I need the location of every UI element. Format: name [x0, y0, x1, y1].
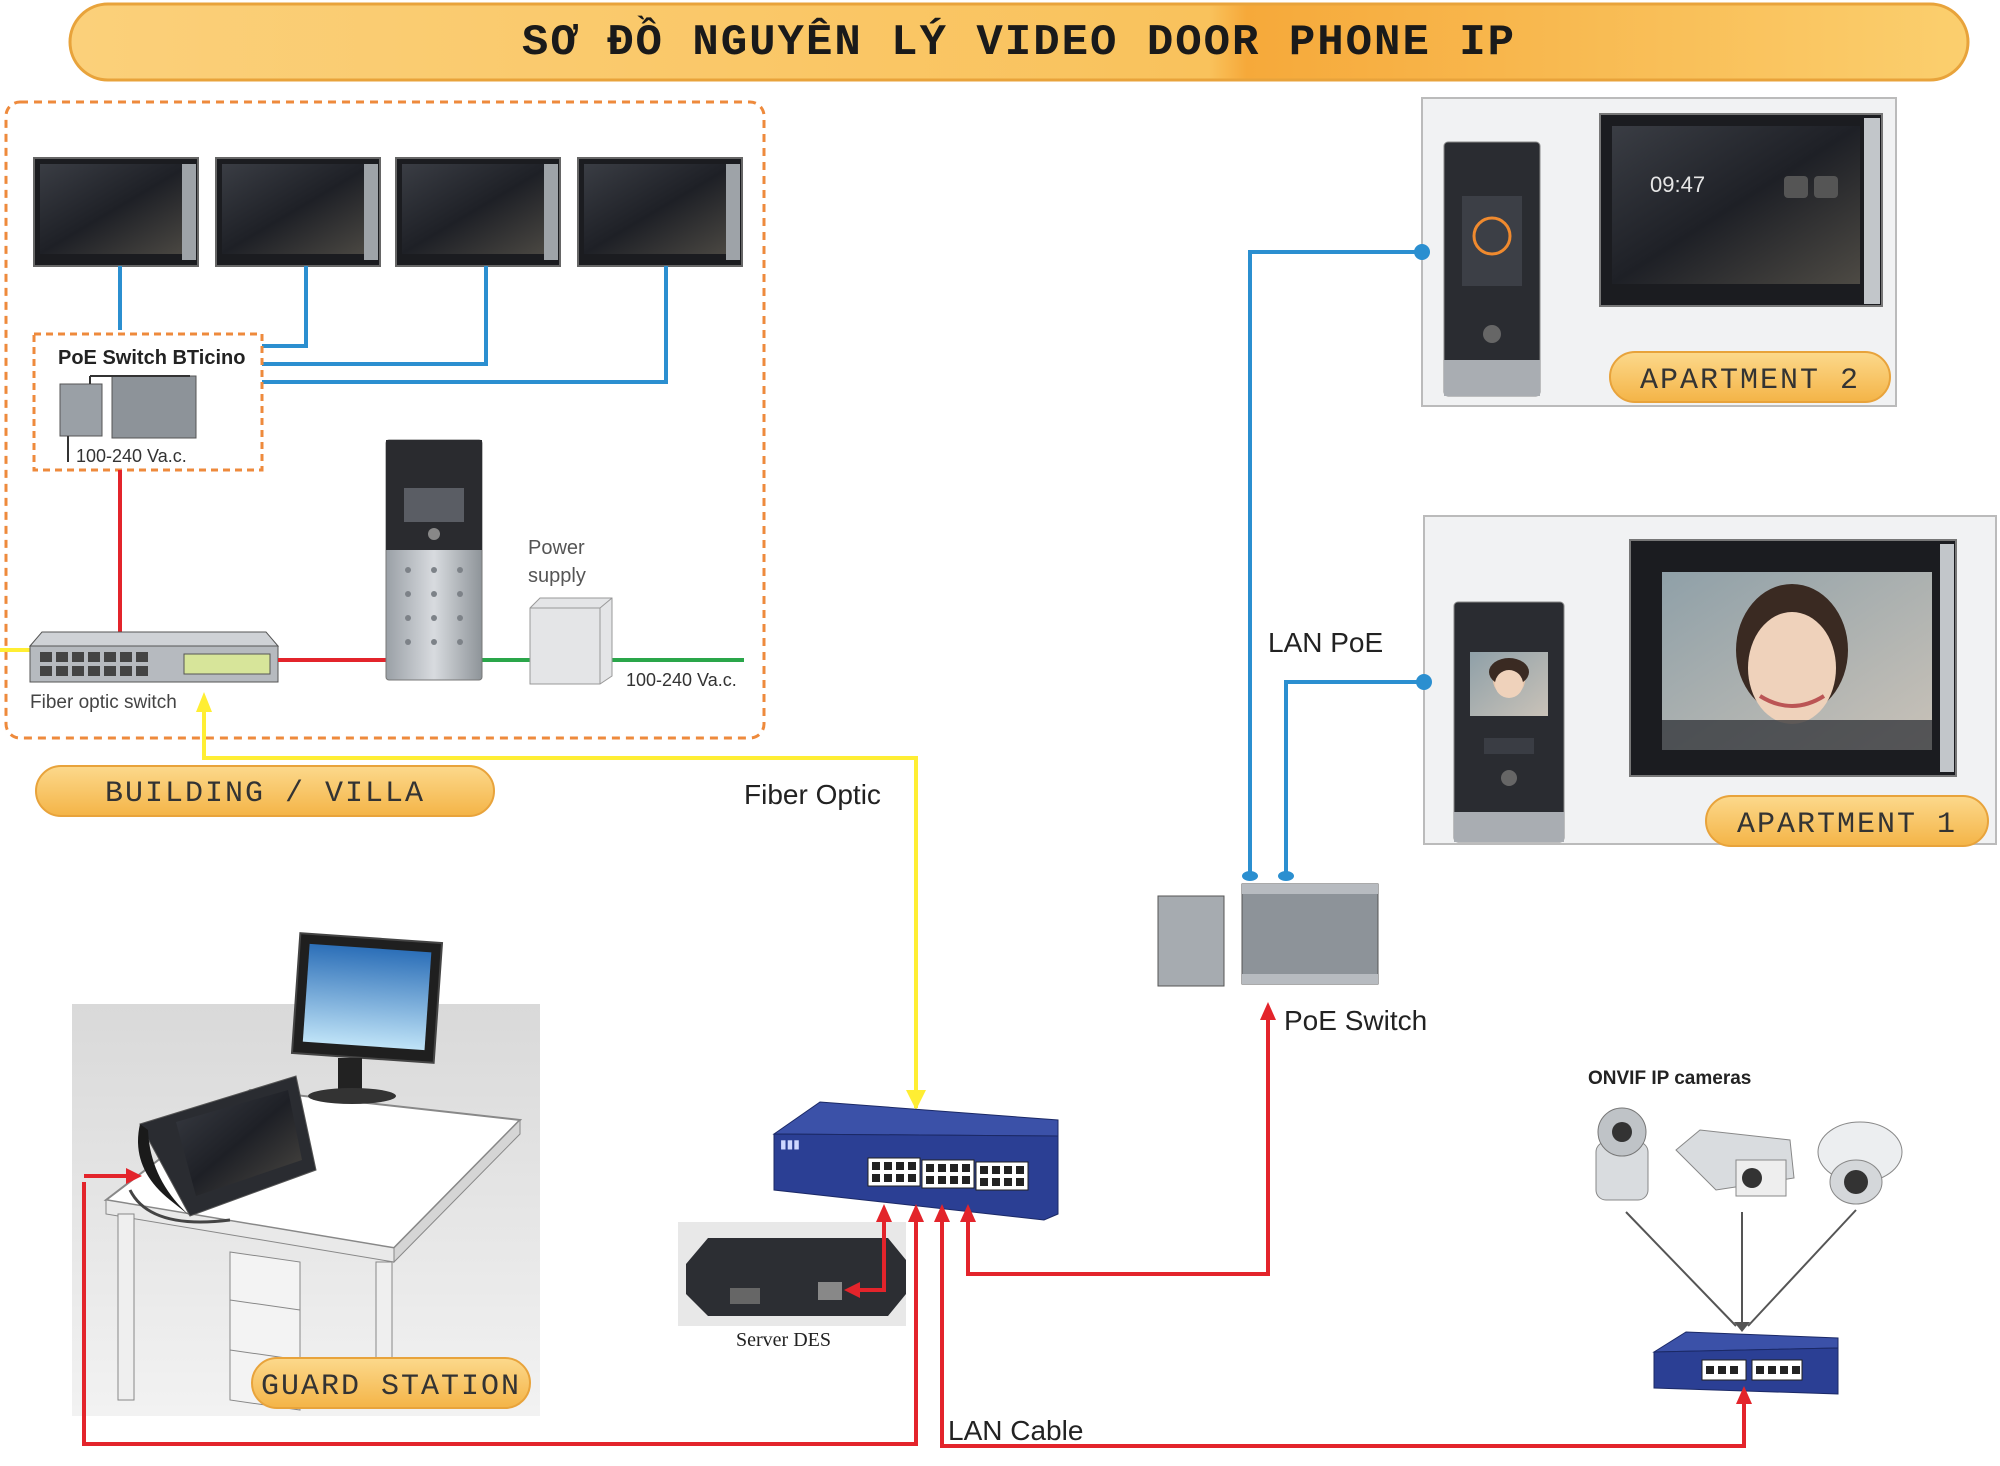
poe-switch-voltage: 100-240 Va.c. [76, 446, 187, 466]
apartment-1-zone: APARTMENT 1 [1423, 515, 1997, 847]
lan-cables [82, 1012, 1746, 1448]
fiber-optic-label: Fiber Optic [744, 779, 881, 810]
lan-poe-lines [1248, 250, 1424, 880]
poe-switch: PoE Switch [1157, 871, 1427, 1036]
lan-cable-label: LAN Cable [948, 1415, 1083, 1446]
camera-ptz-icon [1595, 1107, 1649, 1201]
poe-switch-bticino: PoE Switch BTicino 100-240 Va.c. [32, 332, 264, 472]
poe-lines-building [118, 266, 668, 384]
main-network-switch: ▮▮▮ [772, 1101, 1059, 1221]
indoor-monitors [33, 157, 743, 267]
poe-switch-label: PoE Switch [1284, 1005, 1427, 1036]
apartment-2-zone: 09:47 APARTMENT 2 [1421, 97, 1897, 407]
guard-station-label: GUARD STATION [261, 1370, 521, 1404]
indoor-monitor [33, 157, 199, 267]
fiber-optic-switch-label: Fiber optic switch [30, 692, 177, 713]
outdoor-keypad-panel [385, 439, 483, 681]
page-title: SƠ ĐỒ NGUYÊN LÝ VIDEO DOOR PHONE IP [522, 14, 1516, 68]
power-supply-label-2: supply [528, 565, 586, 587]
camera-bullet-icon [1675, 1129, 1795, 1197]
server-des: Server DES [678, 1222, 906, 1351]
poe-connector-dot [1416, 674, 1432, 690]
power-supply-label-1: Power [528, 537, 585, 559]
title-banner: SƠ ĐỒ NGUYÊN LÝ VIDEO DOOR PHONE IP [68, 2, 1970, 82]
lan-arrowheads [126, 1002, 1752, 1404]
switch-brand-icon: ▮▮▮ [780, 1137, 800, 1151]
poe-switch-bticino-label: PoE Switch BTicino [58, 347, 245, 369]
onvif-cameras: ONVIF IP cameras [1588, 1068, 1903, 1332]
poe-connector-dot [1414, 244, 1430, 260]
indoor-monitor [395, 157, 561, 267]
power-supply-voltage: 100-240 Va.c. [626, 670, 737, 690]
apartment-2-label: APARTMENT 2 [1640, 364, 1860, 398]
lan-poe-label: LAN PoE [1268, 627, 1383, 658]
indoor-monitor [577, 157, 743, 267]
building-label-pill: BUILDING / VILLA [35, 765, 495, 817]
fiber-optic-link: Fiber Optic [196, 692, 926, 1110]
server-des-label: Server DES [736, 1329, 831, 1351]
building-label: BUILDING / VILLA [105, 777, 425, 811]
guard-station-zone: GUARD STATION [72, 932, 540, 1416]
apartment-1-label: APARTMENT 1 [1737, 808, 1957, 842]
fiber-optic-switch: Fiber optic switch [0, 631, 280, 713]
power-supply: Power supply 100-240 Va.c. [528, 537, 737, 690]
building-zone [4, 100, 766, 740]
onvif-cameras-label: ONVIF IP cameras [1588, 1068, 1751, 1089]
monitor-clock: 09:47 [1650, 172, 1705, 197]
indoor-monitor [215, 157, 381, 267]
camera-dome-icon [1817, 1121, 1903, 1205]
camera-switch [1652, 1331, 1839, 1395]
